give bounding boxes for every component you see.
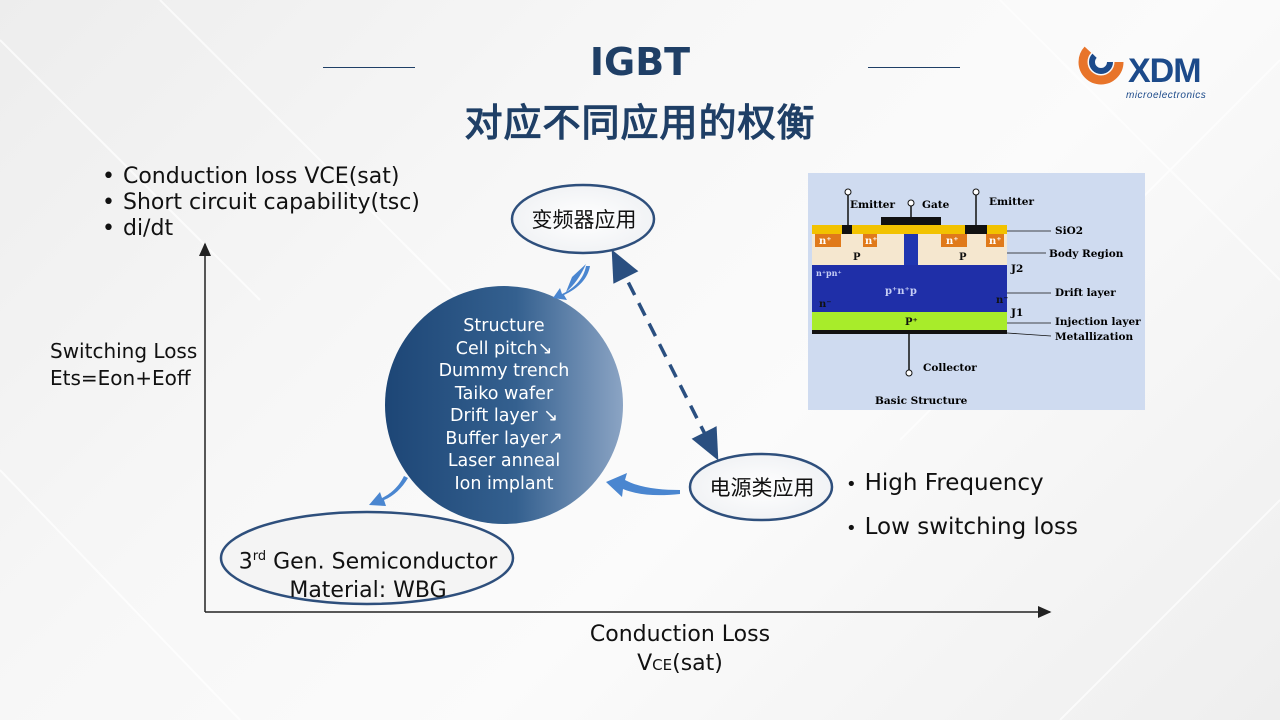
oval-power-supply [688, 452, 834, 522]
gate-label: Gate [922, 199, 950, 211]
bullet-item: High Frequency [846, 462, 1078, 506]
wbg-sup: rd [252, 549, 267, 564]
collector-label: Collector [923, 362, 977, 374]
n-plus-2-label: n⁺ [865, 236, 878, 247]
oval-power-supply-label: 电源类应用 [709, 476, 815, 500]
title-rule-right [868, 67, 960, 68]
wbg-prefix: 3 [238, 549, 253, 575]
p-well-left [812, 247, 912, 265]
gate-electrode [881, 217, 941, 225]
circle-item: Dummy trench [438, 361, 570, 381]
circle-item: Drift layer ↘ [450, 406, 558, 426]
oval-wbg-line1: 3rd Gen. Semiconductor [222, 542, 514, 576]
circle-item: Cell pitch↘ [455, 338, 553, 359]
right-bullet-list: High Frequency Low switching loss [846, 462, 1078, 550]
bullet-item: Low switching loss [846, 506, 1078, 550]
top-left-bullet-list: Conduction loss VCE(sat) Short circuit c… [102, 164, 420, 242]
circle-item: Ion implant [454, 473, 554, 494]
page-title: IGBT [589, 40, 691, 84]
emitter-contact-right [965, 225, 987, 234]
bullet-item: Short circuit capability(tsc) [102, 190, 420, 216]
basic-structure-caption: Basic Structure [875, 395, 968, 407]
p-1-label: P [853, 252, 861, 263]
n-plus-1-label: n⁺ [819, 236, 832, 247]
j1-label: J1 [1010, 307, 1023, 319]
title-rule-left [323, 67, 415, 68]
oval-inverter-label: 变频器应用 [531, 208, 637, 232]
drift-layer [812, 265, 1007, 312]
npn-label: n⁺pn⁺ [816, 268, 842, 278]
circle-item: Laser anneal [447, 451, 561, 471]
emitter-contact-left [842, 225, 852, 234]
y-axis-label-line2: Ets=Eon+Eoff [50, 366, 191, 390]
structure-circle-text: Structure Cell pitch↘ Dummy trench Taiko… [386, 315, 622, 495]
p-2-label: P [959, 252, 967, 263]
n-plus-2 [863, 234, 877, 247]
emitter-right-label: Emitter [989, 196, 1034, 208]
igbt-structure-diagram: Emitter Gate Emitter SiO2 Body Region J2… [808, 173, 1145, 410]
p-well-right [918, 247, 1007, 265]
x-axis-v: V [637, 651, 653, 676]
y-axis-label-line1: Switching Loss [50, 339, 198, 363]
circle-item: Taiko wafer [454, 383, 554, 404]
n-plus-3 [941, 234, 967, 247]
injection-layer-label: Injection layer [1055, 316, 1141, 328]
x-axis-label-line2: VCE(sat) [560, 649, 800, 680]
circle-item: Structure [463, 316, 545, 336]
circle-item: Buffer layer↗ [445, 428, 563, 449]
n-minus-right-label: n⁻ [996, 295, 1009, 306]
dashed-double-arrow [611, 249, 719, 461]
x-axis-label: Conduction Loss VCE(sat) [560, 620, 800, 680]
logo-subtitle: microelectronics [1126, 90, 1207, 101]
wbg-line1-rest: Gen. Semiconductor [266, 549, 498, 575]
emitter-left-label: Emitter [850, 199, 895, 211]
metallization [812, 330, 1007, 334]
n-plus-3-label: n⁺ [946, 236, 959, 247]
curved-arrow-to-circle-from-power [606, 473, 680, 497]
sio2-label: SiO2 [1055, 225, 1083, 237]
xdm-logo-icon [1078, 39, 1124, 85]
trench [904, 234, 918, 266]
y-axis-label: Switching Loss Ets=Eon+Eoff [50, 338, 197, 392]
bullet-item: Conduction loss VCE(sat) [102, 164, 420, 190]
body-region-label: Body Region [1049, 248, 1124, 260]
structure-circle [385, 286, 623, 524]
logo-wordmark: XDM [1128, 52, 1202, 90]
x-axis-v-sub: CE [652, 656, 673, 674]
oval-inverter [510, 183, 656, 255]
pnp-label: p⁺n⁺p [885, 286, 917, 297]
n-minus-left-label: n⁻ [819, 299, 832, 310]
page-subtitle: 对应不同应用的权衡 [464, 101, 816, 145]
n-plus-4 [986, 234, 1004, 247]
x-axis-v-tail: (sat) [672, 651, 723, 676]
curved-arrow-to-circle-from-inverter [553, 264, 590, 300]
curved-arrow-to-wbg [369, 476, 408, 506]
injection-layer [812, 312, 1007, 330]
metallization-label: Metallization [1055, 331, 1134, 343]
oval-wbg [219, 510, 515, 606]
x-axis-label-line1: Conduction Loss [589, 622, 771, 647]
drift-layer-label: Drift layer [1055, 287, 1116, 299]
bullet-item: di/dt [102, 216, 420, 242]
j2-label: J2 [1010, 263, 1023, 275]
oval-wbg-line2: Material: WBG [289, 578, 447, 604]
sio2-layer [812, 225, 1007, 234]
n-plus-1 [815, 234, 841, 247]
n-plus-4-label: n⁺ [989, 236, 1002, 247]
p-plus-label: P⁺ [905, 317, 918, 328]
oval-wbg-label: 3rd Gen. Semiconductor Material: WBG [222, 542, 514, 605]
